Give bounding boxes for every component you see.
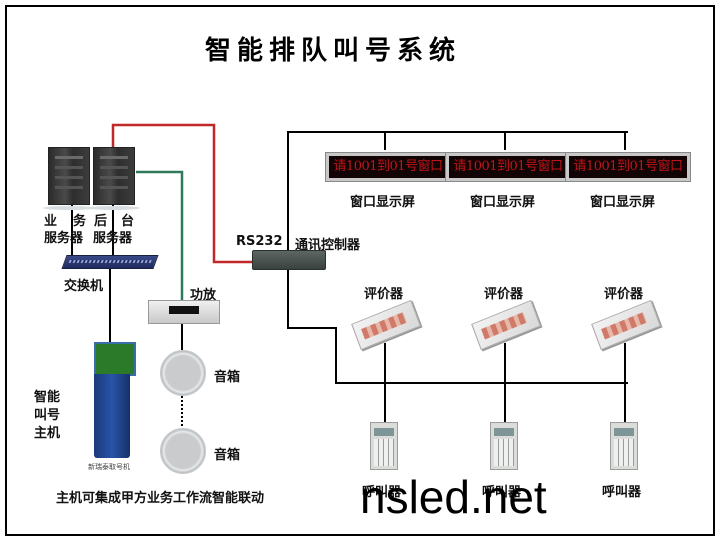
kiosk-caption: 新瑞泰取号机 [88,463,130,471]
backend-server-label-1: 后 [94,214,108,229]
speaker-1-label: 音箱 [214,370,241,385]
page-title: 智能排队叫号系统 [205,36,462,66]
business-server-label-1: 业 [44,214,58,229]
window-display-1: 请1001到01号窗口 [326,153,450,181]
amplifier-label: 功放 [190,288,217,303]
queue-kiosk [92,340,136,458]
window-display-2-label: 窗口显示屏 [470,195,536,210]
business-server-label-2: 务 [73,214,87,229]
speaker-2-label: 音箱 [214,448,241,463]
diagram-frame [5,5,715,536]
caller-2-label: 呼叫器 [482,485,522,500]
caller-2 [490,422,518,470]
backend-server-label-3: 服务器 [93,231,133,246]
business-server [43,147,95,210]
backend-server-label-2: 台 [121,214,135,229]
speaker-1 [160,350,206,396]
device-bus [287,269,628,384]
caller-3 [610,422,638,470]
kiosk-label-3: 主机 [34,426,61,441]
communication-controller [252,250,326,270]
caller-3-label: 呼叫器 [602,485,642,500]
window-display-1-label: 窗口显示屏 [350,195,416,210]
watermark: nsled.net [360,471,547,523]
caller-1-label: 呼叫器 [362,485,402,500]
kiosk-label-2: 叫号 [34,408,61,423]
audio-wire [136,170,184,300]
evaluator-2-label: 评价器 [484,287,524,302]
network-switch [61,255,159,269]
evaluator-1-label: 评价器 [364,287,404,302]
kiosk-label-1: 智能 [34,390,61,405]
rs232-wire [111,123,252,264]
footer-note: 主机可集成甲方业务工作流智能联动 [56,491,265,506]
switch-label: 交换机 [64,279,104,294]
display-bus [287,131,628,250]
window-display-3: 请1001到01号窗口 [566,153,690,181]
rs232-label: RS232 [236,234,283,249]
caller-1 [370,422,398,470]
controller-label: 通讯控制器 [295,238,361,253]
window-display-3-label: 窗口显示屏 [590,195,656,210]
business-server-label-3: 服务器 [44,231,84,246]
backend-server [88,147,140,210]
evaluator-3-label: 评价器 [604,287,644,302]
speaker-2 [160,428,206,474]
amplifier [148,300,220,324]
window-display-2: 请1001到01号窗口 [446,153,570,181]
